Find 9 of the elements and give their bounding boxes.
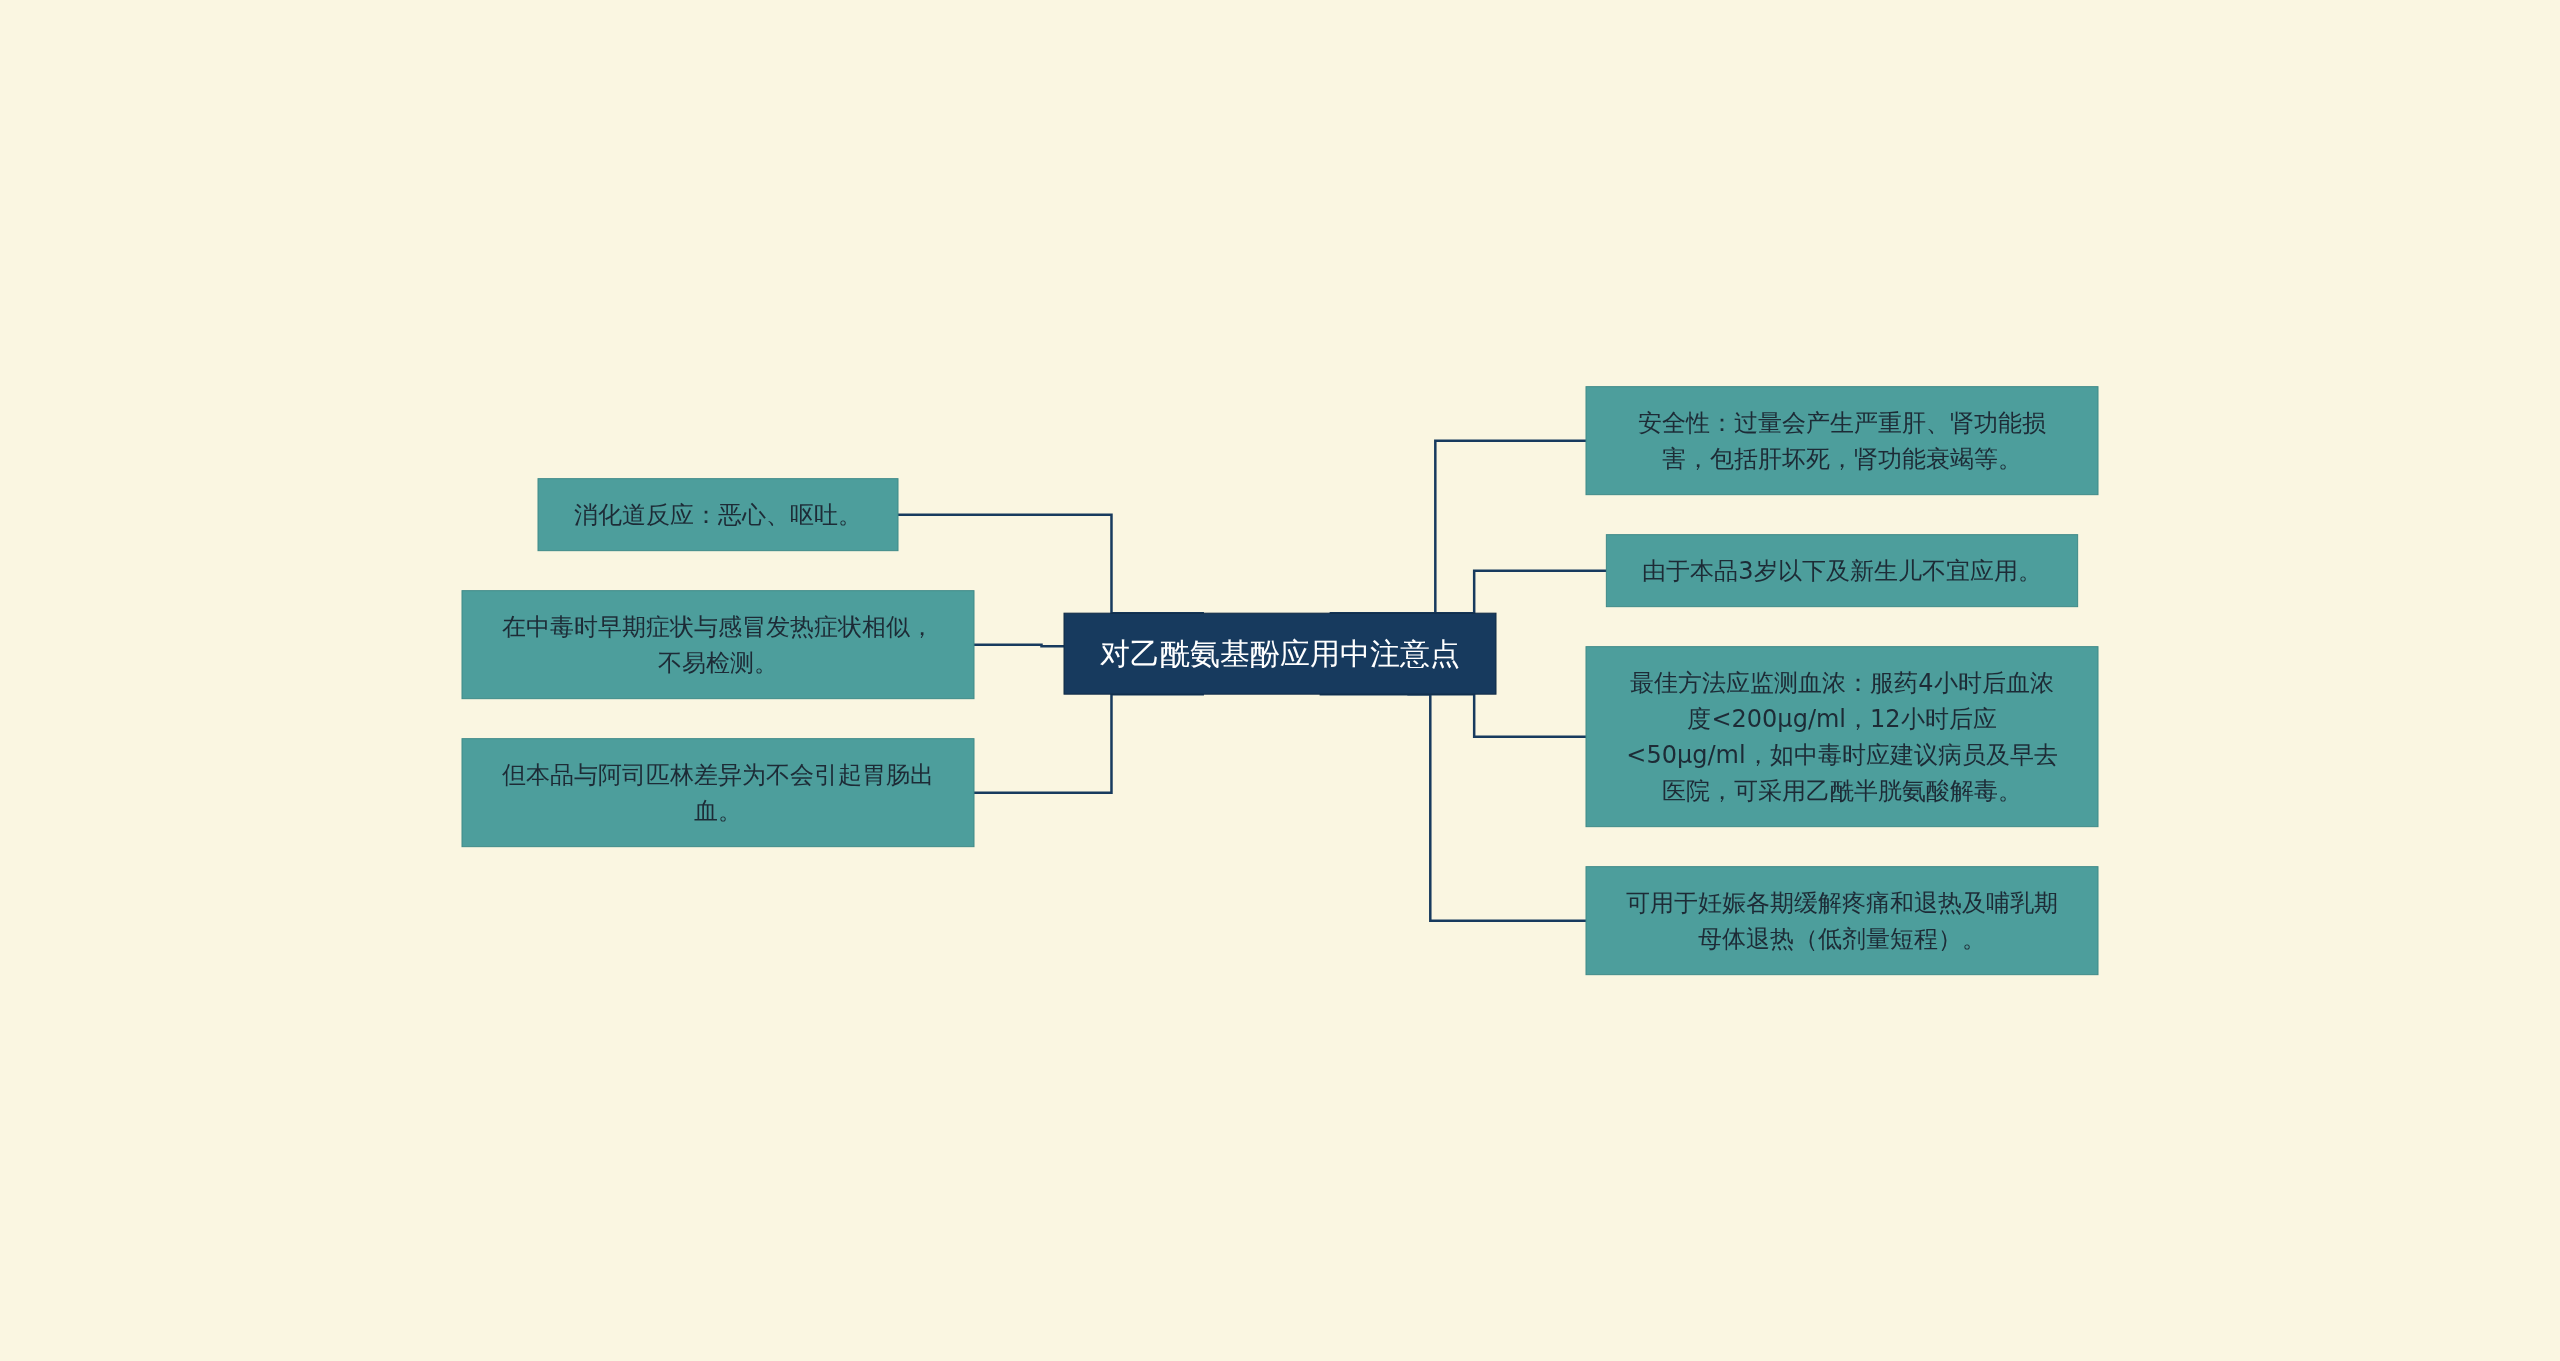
connector <box>974 643 1064 648</box>
node-box: 在中毒时早期症状与感冒发热症状相似，不易检测。 <box>461 590 975 699</box>
node-box: 消化道反应：恶心、呕吐。 <box>537 478 899 551</box>
node-box: 安全性：过量会产生严重肝、肾功能损害，包括肝坏死，肾功能衰竭等。 <box>1585 386 2099 495</box>
node-box: 但本品与阿司匹林差异为不会引起胃肠出血。 <box>461 738 975 847</box>
node-box: 对乙酰氨基酚应用中注意点 <box>1063 612 1497 695</box>
node-box: 可用于妊娠各期缓解疼痛和退热及哺乳期母体退热（低剂量短程）。 <box>1585 866 2099 975</box>
node-box: 最佳方法应监测血浓：服药4小时后血浓度<200μg/ml，12小时后应<50μg/ml，如中毒时应建议病员及早去医院，可采用乙酰半胱氨酸解毒。 <box>1585 646 2099 827</box>
node-box: 由于本品3岁以下及新生儿不宜应用。 <box>1605 534 2079 607</box>
